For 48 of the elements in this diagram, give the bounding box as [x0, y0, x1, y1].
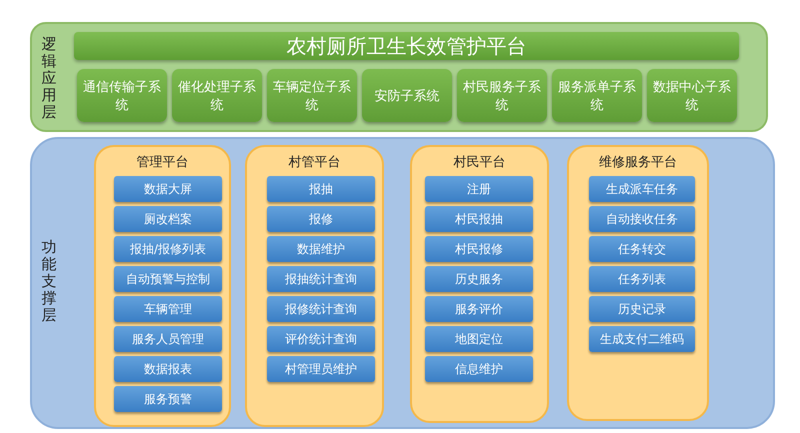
function-box: 报修统计查询	[267, 296, 375, 322]
function-box: 历史服务	[425, 266, 533, 292]
platform-column	[410, 145, 549, 423]
function-box: 数据大屏	[114, 176, 222, 202]
subsystem-box: 通信传输子系统	[77, 69, 167, 122]
function-box: 服务预警	[114, 386, 222, 412]
function-box: 信息维护	[425, 356, 533, 382]
function-box: 数据报表	[114, 356, 222, 382]
subsystem-box: 车辆定位子系统	[267, 69, 357, 122]
function-box: 村民报修	[425, 236, 533, 262]
column-heading: 村管平台	[288, 154, 342, 171]
function-box: 历史记录	[589, 296, 695, 322]
function-box: 服务评价	[425, 296, 533, 322]
layer-label: 逻辑应用层	[41, 36, 57, 121]
function-box: 生成派车任务	[589, 176, 695, 202]
function-box: 厕改档案	[114, 206, 222, 232]
function-box: 自动接收任务	[589, 206, 695, 232]
function-box: 村管理员维护	[267, 356, 375, 382]
platform-column	[94, 145, 231, 427]
function-box: 任务列表	[589, 266, 695, 292]
function-box: 自动预警与控制	[114, 266, 222, 292]
platform-column	[567, 145, 709, 421]
column-heading: 村民平台	[452, 154, 506, 171]
subsystem-box: 安防子系统	[362, 69, 452, 122]
layer-panel	[30, 22, 768, 132]
function-box: 服务人员管理	[114, 326, 222, 352]
function-box: 村民报抽	[425, 206, 533, 232]
function-box: 注册	[425, 176, 533, 202]
platform-column	[245, 145, 384, 427]
column-heading: 管理平台	[136, 154, 190, 171]
layer-label: 功能支撑层	[41, 239, 57, 324]
subsystem-box: 数据中心子系统	[647, 69, 737, 122]
function-box: 地图定位	[425, 326, 533, 352]
column-heading: 维修服务平台	[598, 154, 678, 171]
function-box: 报抽/报修列表	[114, 236, 222, 262]
function-box: 任务转交	[589, 236, 695, 262]
layer-panel	[30, 137, 775, 429]
function-box: 报修	[267, 206, 375, 232]
function-box: 评价统计查询	[267, 326, 375, 352]
function-box: 车辆管理	[114, 296, 222, 322]
function-box: 数据维护	[267, 236, 375, 262]
subsystem-box: 村民服务子系统	[457, 69, 547, 122]
subsystem-box: 服务派单子系统	[552, 69, 642, 122]
subsystem-box: 催化处理子系统	[172, 69, 262, 122]
platform-title-bar: 农村厕所卫生长效管护平台	[74, 32, 739, 60]
function-box: 生成支付二维码	[589, 326, 695, 352]
function-box: 报抽统计查询	[267, 266, 375, 292]
function-box: 报抽	[267, 176, 375, 202]
